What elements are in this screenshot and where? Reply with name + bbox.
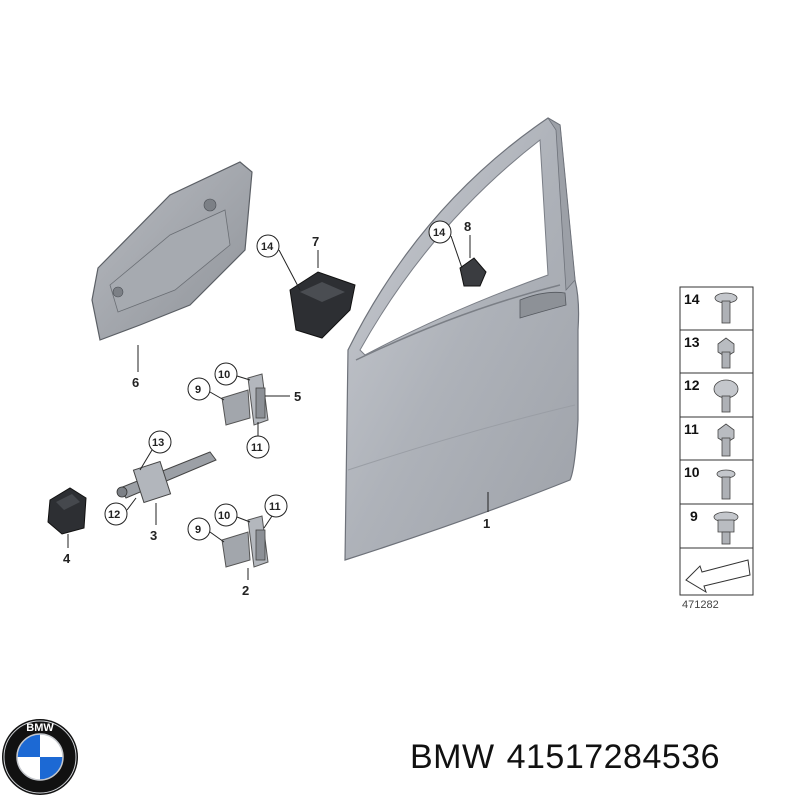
door-part	[344, 117, 580, 561]
bracket-8-part	[459, 257, 487, 287]
fastener-row-10: 10	[684, 464, 700, 480]
fastener-table: 14 13 12 11 10 9	[679, 286, 754, 596]
hinge-lower-11: 11	[269, 501, 281, 513]
bolt-14-icon	[714, 292, 738, 324]
hinge-lower-9-circle	[187, 517, 211, 541]
callout-4: 4	[63, 551, 71, 566]
fastener-row-13: 13	[684, 334, 700, 350]
hinge-lower-11-circle	[264, 494, 288, 518]
reference-code: 471282	[682, 599, 719, 611]
bolt-11-icon	[717, 423, 735, 457]
callout-6: 6	[132, 375, 139, 390]
check-12-circle	[104, 502, 128, 526]
callout-3: 3	[150, 528, 157, 543]
fastener-row-12: 12	[684, 377, 700, 393]
callout-2: 2	[242, 583, 249, 598]
hinge-lower-9: 9	[195, 524, 201, 536]
callout-8-sub: 14	[433, 227, 446, 239]
callout-5: 5	[294, 389, 301, 404]
callout-1: 1	[483, 516, 490, 531]
fastener-row-14: 14	[684, 291, 700, 307]
hinge-upper-10-circle	[214, 362, 238, 386]
caption-part-number: 41517284536	[506, 738, 721, 776]
hinge-lower-10-circle	[214, 503, 238, 527]
check-13: 13	[152, 437, 164, 449]
bolt-10-icon	[716, 469, 736, 500]
bolt-12-icon	[713, 379, 739, 413]
hinge-upper-9-circle	[187, 377, 211, 401]
logo-letters: BMW	[26, 722, 54, 734]
fastener-row-9: 9	[690, 508, 698, 524]
hinge-upper-9: 9	[195, 384, 201, 396]
bolt-9-icon	[713, 511, 739, 545]
check-13-circle	[148, 430, 172, 454]
callout-7: 7	[312, 234, 319, 249]
part-caption: BMW 41517284536	[410, 738, 732, 777]
hinge-upper-part	[221, 373, 269, 426]
check-12: 12	[108, 509, 120, 521]
door-check-part	[116, 451, 217, 504]
callout-7-circle	[256, 234, 280, 258]
inner-panel-part	[91, 161, 253, 341]
fastener-row-11: 11	[684, 421, 699, 437]
hinge-lower-10: 10	[218, 510, 230, 522]
callout-8-circle	[428, 220, 452, 244]
caption-brand: BMW	[410, 738, 495, 776]
bracket-7-part	[289, 271, 356, 339]
callout-8: 8	[464, 219, 471, 234]
arrow-icon	[685, 559, 751, 594]
bolt-13-icon	[717, 337, 735, 369]
hinge-upper-11: 11	[251, 442, 263, 454]
hinge-lower-part	[221, 515, 269, 568]
hinge-upper-10: 10	[218, 369, 230, 381]
stop-buffer-part	[47, 487, 87, 535]
bmw-logo: BMW	[2, 719, 78, 795]
callout-7-sub: 14	[261, 241, 274, 253]
